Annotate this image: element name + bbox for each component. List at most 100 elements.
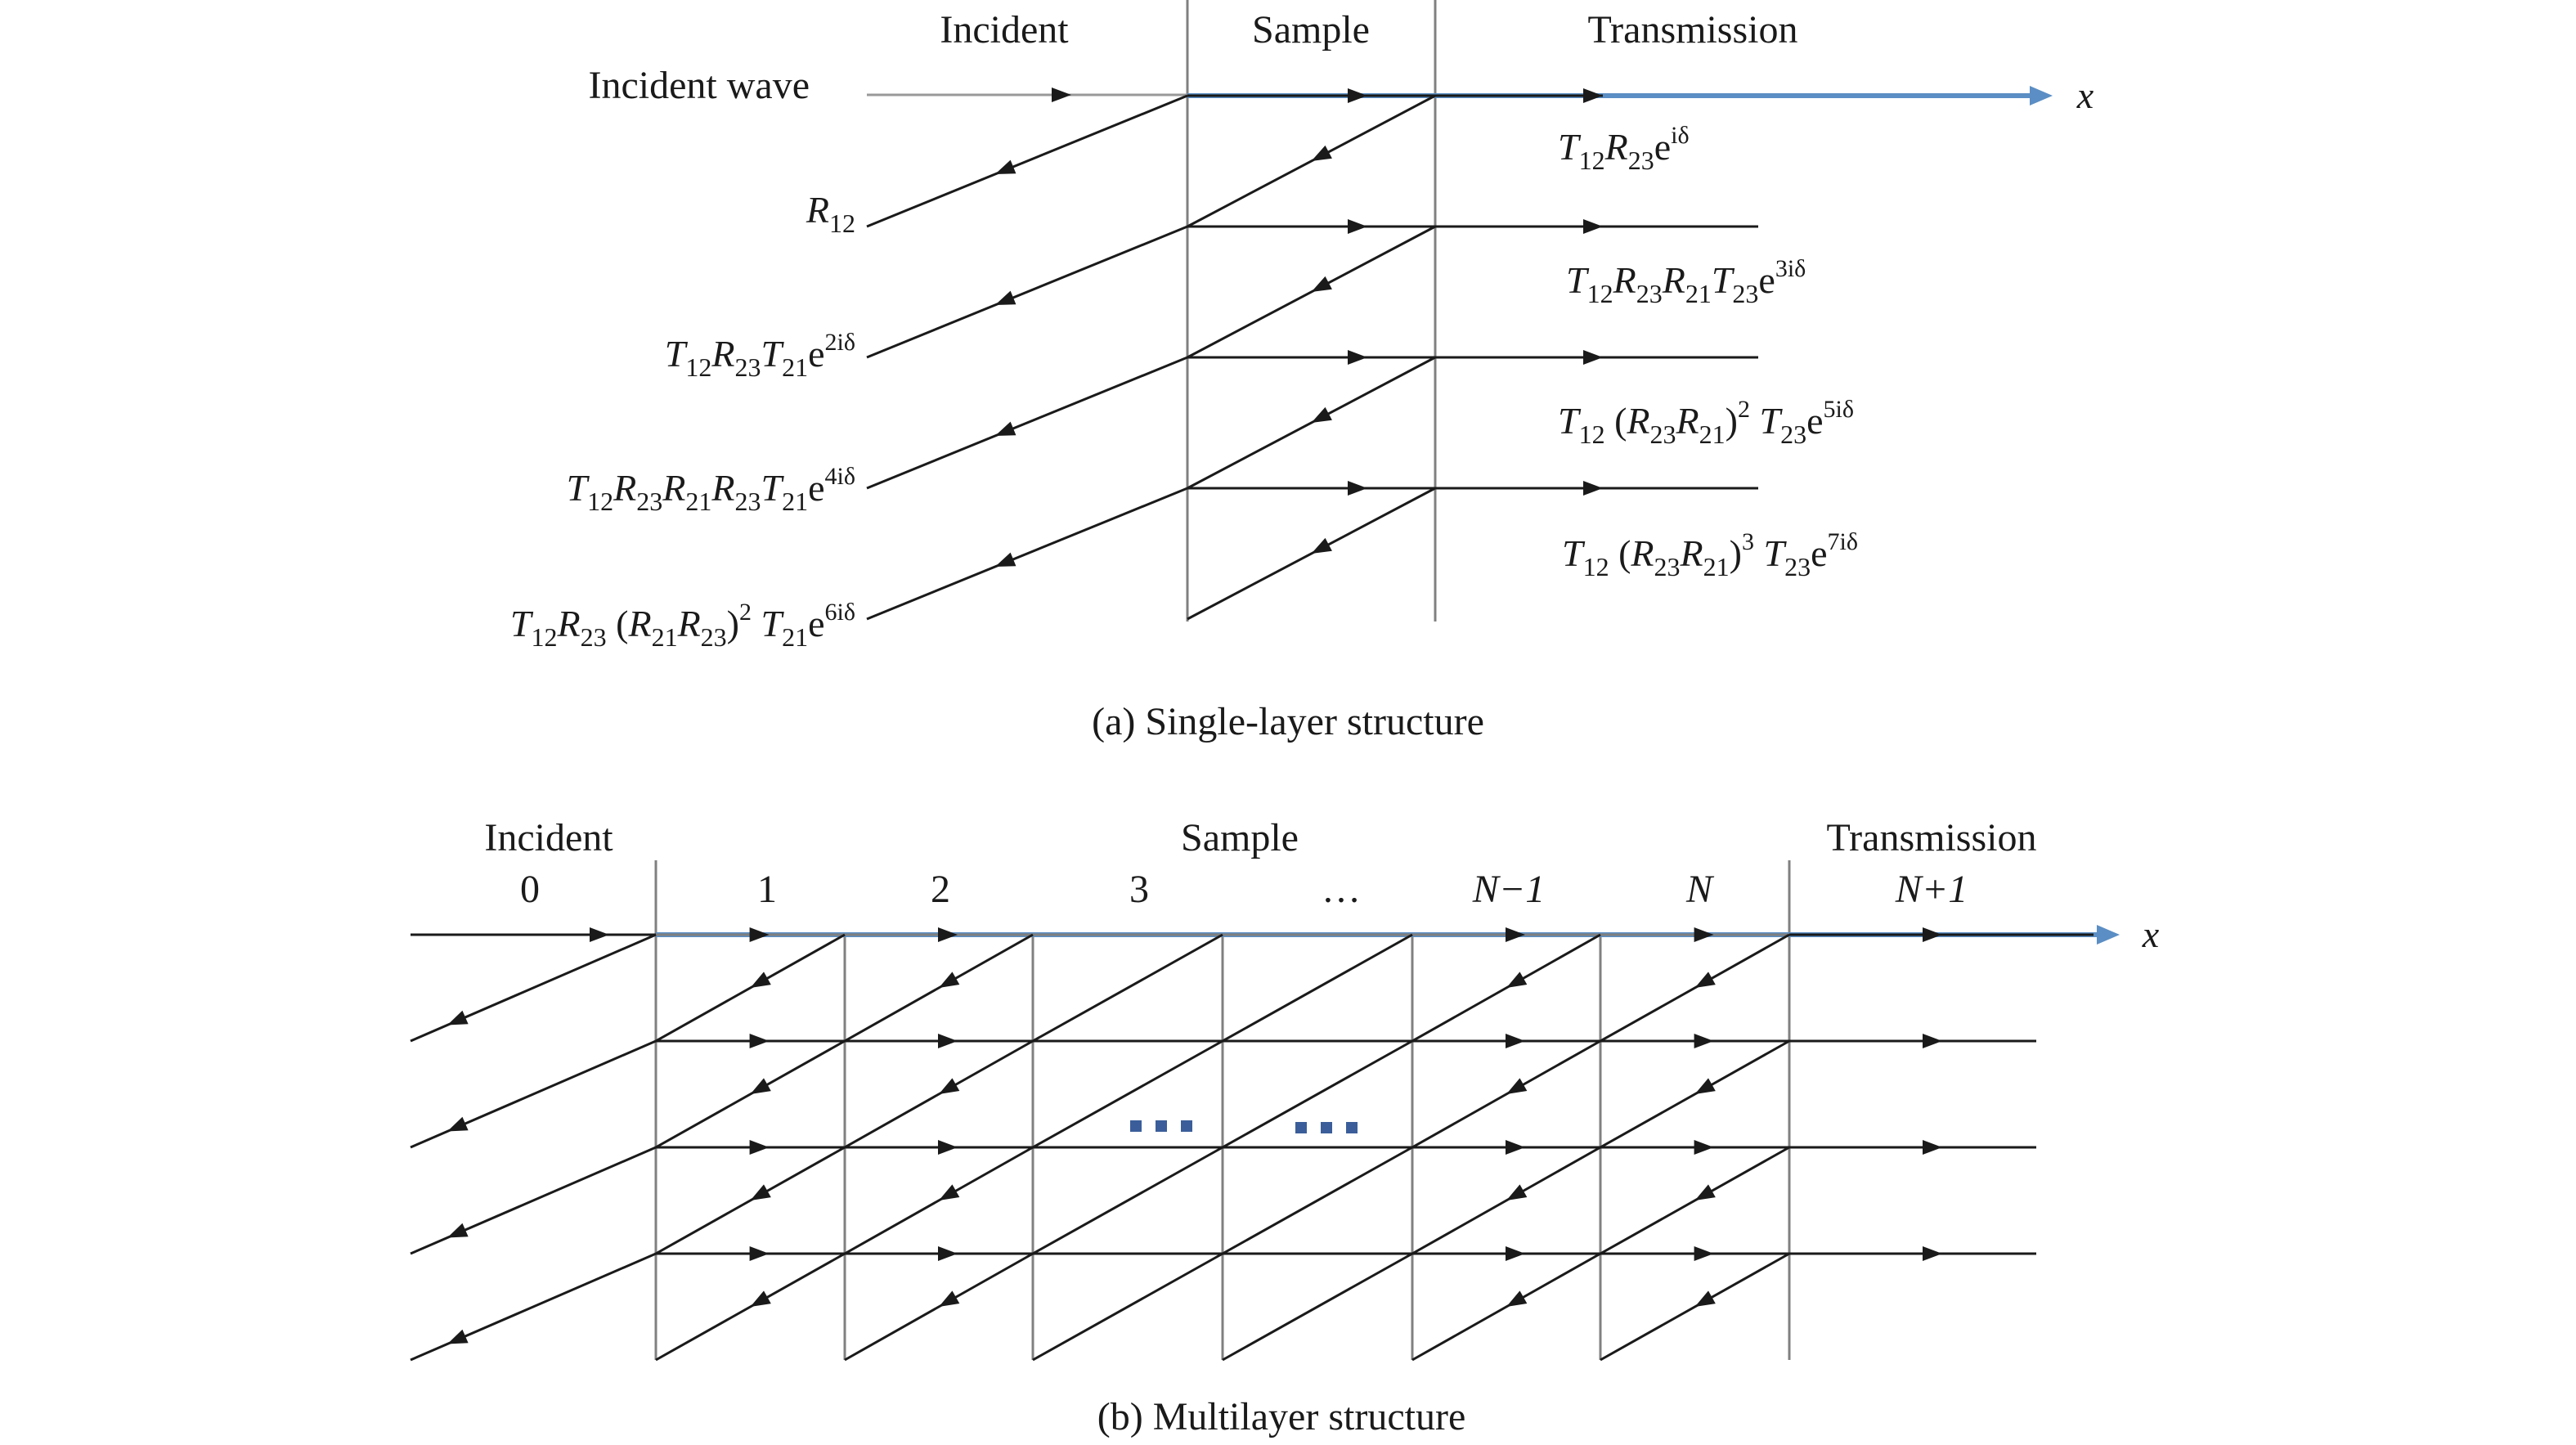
b-reflected-ray-1-arrowhead <box>447 1116 469 1132</box>
b-back-ray-layer-4-row-1-arrowhead <box>1506 1078 1528 1094</box>
b-forward-row-0-layer-5-arrowhead <box>1694 927 1714 942</box>
a-reflected-ray-1 <box>866 225 1188 359</box>
layer-label-0: 0 <box>520 868 540 911</box>
b-back-ray-layer-3-row-3 <box>1222 1252 1413 1362</box>
b-back-ray-layer-4-row-0-arrowhead <box>1506 972 1528 988</box>
b-forward-row-3-layer-4-arrowhead <box>1506 1246 1525 1261</box>
a-reflected-ray-3-arrowhead <box>994 552 1016 567</box>
b-forward-row-3-layer-0-arrowhead <box>749 1246 770 1261</box>
b-back-ray-layer-0-row-0-arrowhead <box>750 972 771 988</box>
a-reflected-ray-3 <box>866 487 1188 621</box>
a-transmission-label-1: T12R23R21T23e3iδ <box>1566 255 1806 308</box>
a-reflected-ray-0-arrowhead <box>994 159 1016 174</box>
b-back-ray-layer-1-row-2-arrowhead <box>939 1184 960 1200</box>
b-forward-row-0-layer-1-arrowhead <box>938 927 958 942</box>
x-axis-arrowhead <box>2030 86 2053 105</box>
b-back-ray-layer-5-row-3-arrowhead <box>1694 1290 1716 1307</box>
a-back-ray-2-arrowhead <box>1311 406 1332 423</box>
b-forward-row-2-layer-1-arrowhead <box>938 1140 958 1155</box>
b-region-sample-label: Sample <box>1181 816 1299 859</box>
b-forward-row-1-layer-1-arrowhead <box>938 1034 958 1048</box>
a-transmitted-ray-3-arrowhead <box>1583 481 1603 496</box>
a-forward-ray-0-arrowhead <box>1348 88 1367 103</box>
a-reflection-label-0: R12 <box>806 189 855 238</box>
a-forward-ray-3-arrowhead <box>1348 481 1367 496</box>
b-forward-row-1-layer-5-arrowhead <box>1694 1034 1714 1048</box>
b-forward-row-3-layer-5-arrowhead <box>1694 1246 1714 1261</box>
b-back-ray-layer-2-row-2 <box>1032 1146 1223 1255</box>
b-back-ray-layer-3-row-0 <box>1222 933 1413 1043</box>
b-forward-row-2-layer-4-arrowhead <box>1506 1140 1525 1155</box>
region-incident-label: Incident <box>940 8 1069 52</box>
a-transmitted-ray-2-arrowhead <box>1583 350 1603 365</box>
b-back-ray-layer-2-row-1 <box>1032 1039 1223 1149</box>
a-reflection-label-1: T12R23T21e2iδ <box>665 329 855 382</box>
b-back-ray-layer-5-row-1-arrowhead <box>1694 1078 1716 1094</box>
b-back-ray-layer-1-row-0-arrowhead <box>939 972 960 988</box>
layer-label-6: N <box>1685 868 1715 911</box>
a-transmission-label-2: T12 (R23R21)2 T23e5iδ <box>1558 396 1854 449</box>
b-region-incident-label: Incident <box>484 816 613 859</box>
b-x-axis-label: x <box>2142 913 2160 955</box>
a-back-ray-3-arrowhead <box>1311 537 1332 554</box>
caption-a: (a) Single-layer structure <box>1092 700 1484 743</box>
a-back-ray-1-arrowhead <box>1311 276 1332 292</box>
a-forward-ray-1-arrowhead <box>1348 219 1367 234</box>
panel-single-layer: Incident Sample Transmission Incident wa… <box>510 0 2094 743</box>
b-back-ray-layer-3-row-2 <box>1222 1146 1413 1255</box>
a-transmission-label-0: T12R23eiδ <box>1558 122 1690 175</box>
b-back-ray-layer-0-row-2-arrowhead <box>750 1184 771 1200</box>
layer-label-3: 3 <box>1129 868 1149 911</box>
b-forward-row-1-layer-0-arrowhead <box>749 1034 770 1048</box>
x-axis-label: x <box>2076 74 2094 116</box>
b-transmitted-row-3-arrowhead <box>1923 1246 1942 1261</box>
region-transmission-label: Transmission <box>1588 8 1798 52</box>
b-forward-row-1-layer-4-arrowhead <box>1506 1034 1525 1048</box>
layer-label-1: 1 <box>757 868 777 911</box>
b-forward-row-0-layer-4-arrowhead <box>1506 927 1525 942</box>
incident-wave-label: Incident wave <box>588 64 810 107</box>
b-transmitted-row-0-arrowhead <box>1923 927 1942 942</box>
b-x-axis-arrowhead <box>2097 925 2120 945</box>
b-transmitted-row-2-arrowhead <box>1923 1140 1942 1155</box>
b-back-ray-layer-5-row-0-arrowhead <box>1694 972 1716 988</box>
panel-a-rays <box>866 88 1758 621</box>
b-transmitted-row-1-arrowhead <box>1923 1034 1942 1048</box>
panel-a-labels: R12T12R23T21e2iδT12R23R21R23T21e4iδT12R2… <box>510 122 1858 652</box>
layer-label-2: 2 <box>931 868 950 911</box>
layer-label-7: N+1 <box>1895 868 1968 911</box>
caption-b: (b) Multilayer structure <box>1097 1395 1466 1438</box>
a-reflected-ray-2-arrowhead <box>994 421 1016 436</box>
ellipsis-dots-left <box>1130 1120 1192 1132</box>
b-forward-row-2-layer-5-arrowhead <box>1694 1140 1714 1155</box>
b-reflected-ray-2-arrowhead <box>447 1223 469 1238</box>
b-reflected-ray-3-arrowhead <box>447 1329 469 1344</box>
b-back-ray-layer-2-row-3 <box>1032 1252 1223 1362</box>
a-reflected-ray-2 <box>866 356 1188 490</box>
b-forward-row-3-layer-1-arrowhead <box>938 1246 958 1261</box>
a-forward-ray-2-arrowhead <box>1348 350 1367 365</box>
b-back-ray-layer-5-row-2-arrowhead <box>1694 1184 1716 1200</box>
layer-label-5: N−1 <box>1472 868 1545 911</box>
b-region-transmission-label: Transmission <box>1827 816 2037 859</box>
region-sample-label: Sample <box>1252 8 1370 52</box>
b-incident-ray-arrowhead <box>590 927 609 942</box>
a-back-ray-0-arrowhead <box>1311 145 1332 161</box>
panel-b-rays <box>410 927 2094 1362</box>
b-back-ray-layer-3-row-1 <box>1222 1039 1413 1149</box>
a-reflection-label-3: T12R23 (R21R23)2 T21e6iδ <box>510 599 855 652</box>
a-reflected-ray-1-arrowhead <box>994 290 1016 305</box>
b-reflected-ray-0-arrowhead <box>447 1010 469 1025</box>
b-back-ray-layer-4-row-3-arrowhead <box>1506 1290 1528 1307</box>
ellipsis-dots-right <box>1295 1122 1358 1133</box>
b-forward-row-0-layer-0-arrowhead <box>749 927 770 942</box>
a-reflection-label-2: T12R23R21R23T21e4iδ <box>567 463 855 516</box>
b-back-ray-layer-2-row-0 <box>1032 933 1223 1043</box>
b-back-ray-layer-0-row-3-arrowhead <box>750 1290 771 1307</box>
a-reflected-ray-0 <box>866 94 1188 228</box>
b-back-ray-layer-4-row-2-arrowhead <box>1506 1184 1528 1200</box>
a-transmitted-ray-0-arrowhead <box>1583 88 1603 103</box>
